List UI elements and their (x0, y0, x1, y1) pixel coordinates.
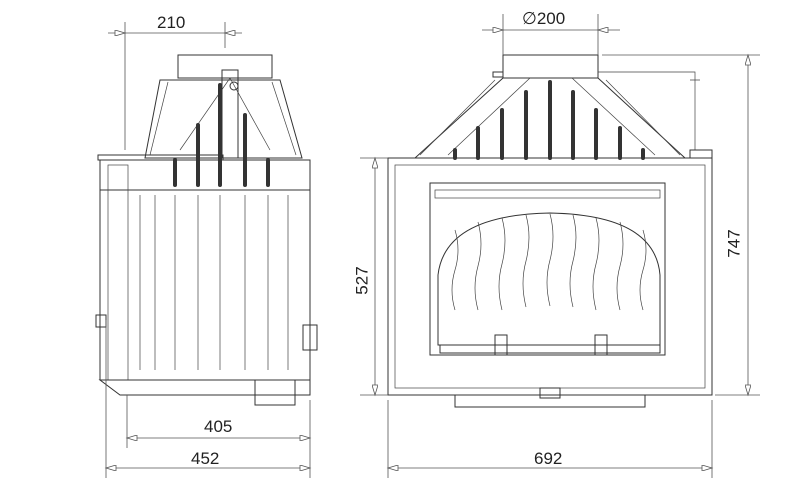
dim-depth-total: 452 (191, 449, 220, 468)
flue-diameter-label: ∅200 (522, 10, 565, 27)
dim-depth-inner: 405 (204, 417, 233, 436)
dim-width: 692 (534, 449, 563, 468)
diameter-icon: ∅ (522, 9, 537, 28)
front-view (360, 14, 760, 478)
side-view (95, 22, 318, 478)
dim-body-height: 527 (352, 266, 372, 295)
dim-total-height: 747 (724, 229, 744, 258)
dim-flue-diameter: 200 (536, 9, 566, 28)
dim-flue-offset: 210 (157, 13, 186, 32)
